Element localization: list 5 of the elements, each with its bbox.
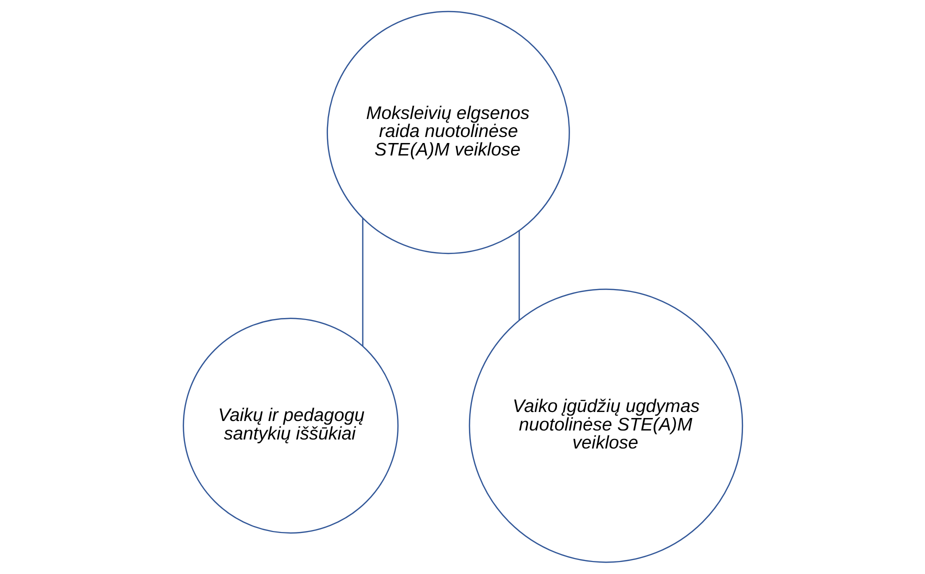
node-circle: Vaikų ir pedagogų santykių iššūkiai bbox=[182, 318, 398, 534]
node-circle: Vaiko įgūdžių ugdymas nuotolinėse STE(A)M veiklose bbox=[468, 288, 743, 563]
node-circle: Moksleivių elgsenos raida nuotolinėse STE(A)M veiklose bbox=[326, 10, 570, 254]
connector bbox=[362, 218, 363, 346]
connector bbox=[518, 230, 520, 320]
